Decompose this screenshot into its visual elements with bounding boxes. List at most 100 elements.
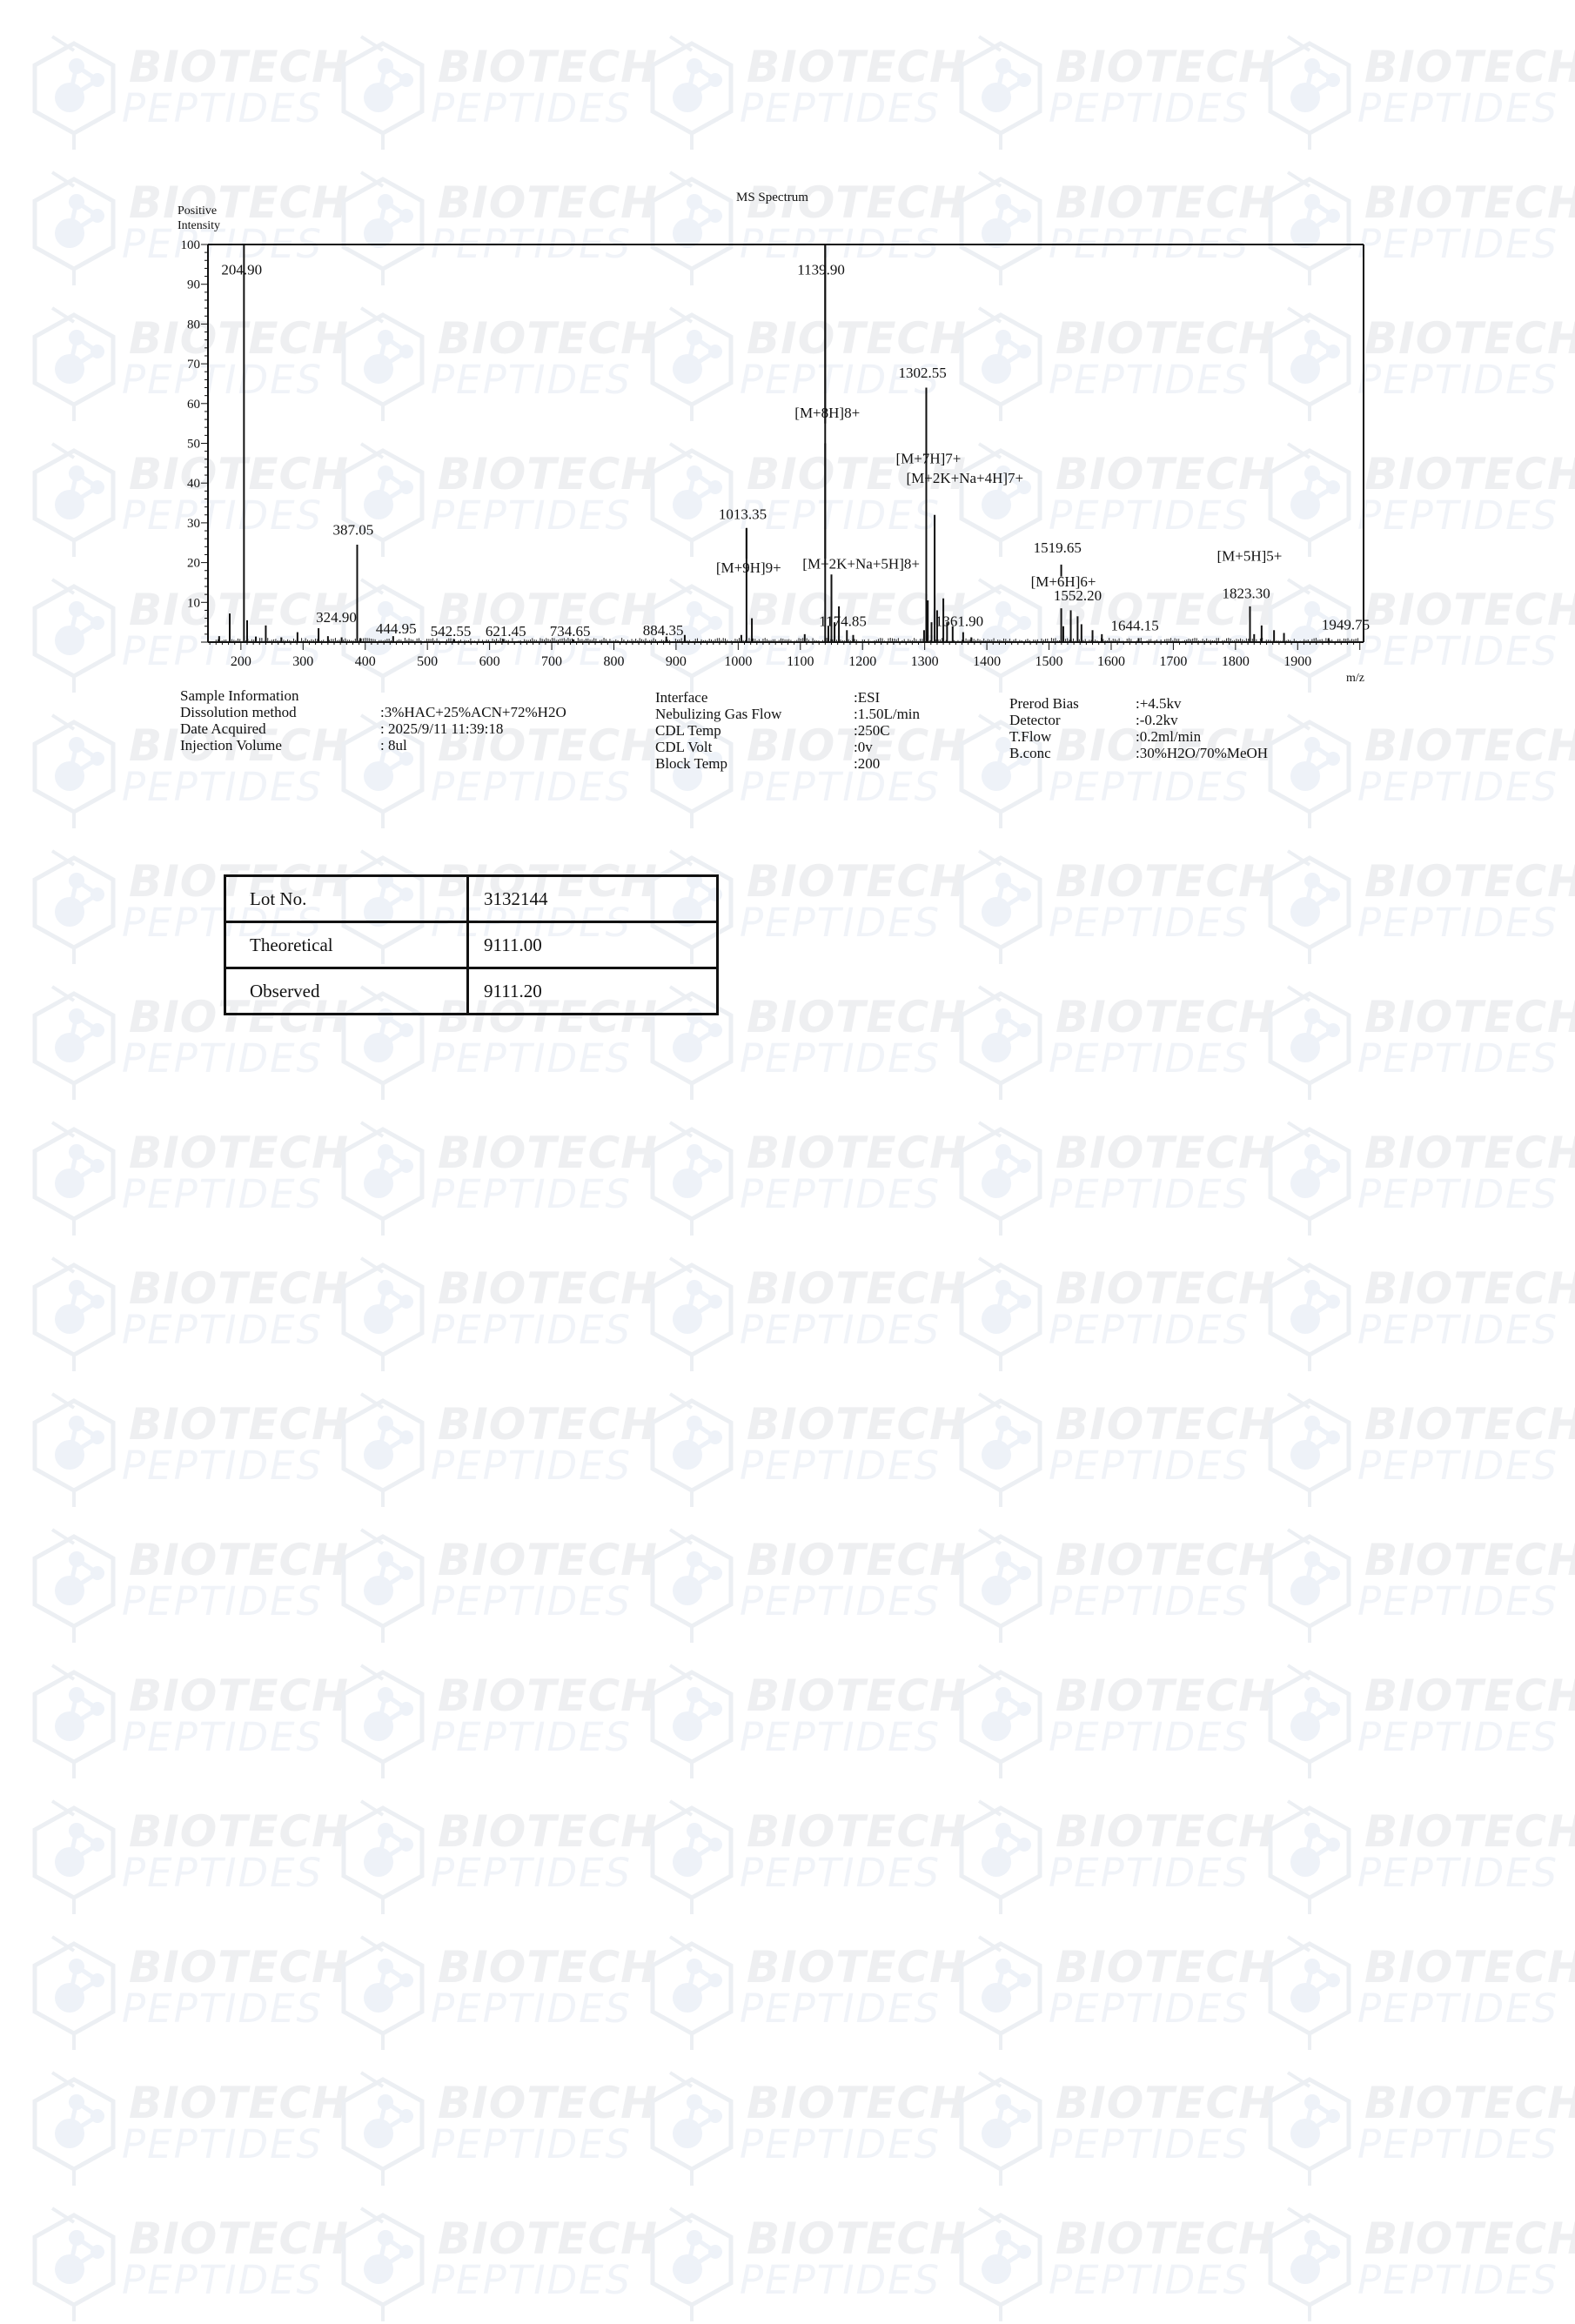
sample-info-row: Date Acquired : 2025/9/11 11:39:18: [180, 720, 503, 737]
y-tick-label: 80: [187, 318, 200, 332]
x-tick-label: 600: [479, 654, 500, 669]
watermark-text-peptides: PEPTIDES: [740, 2257, 942, 2303]
peak-label: 1949.75: [1322, 616, 1370, 633]
detector-info-value: :0.2ml/min: [1136, 728, 1202, 745]
x-tick-label: 400: [355, 654, 376, 669]
table-row-observed: Observed 9111.20: [224, 967, 719, 1015]
table-row-lot: Lot No. 3132144: [224, 874, 719, 923]
theoretical-value: 9111.00: [466, 921, 719, 969]
observed-label: Observed: [224, 967, 469, 1015]
instrument-info-label: CDL Volt: [655, 739, 713, 755]
instrument-info-value: :200: [854, 755, 881, 772]
x-tick-label: 1100: [787, 654, 814, 669]
instrument-info-value: :0v: [854, 739, 873, 755]
instrument-info-label: Nebulizing Gas Flow: [655, 706, 782, 722]
watermark-text-peptides: PEPTIDES: [1049, 2257, 1250, 2303]
peak-label: 204.90: [221, 261, 262, 278]
detector-info-row: Prerod Bias :+4.5kv: [1009, 695, 1182, 712]
instrument-info-value: :ESI: [854, 689, 881, 706]
peak-label: 387.05: [332, 522, 373, 539]
y-tick-label: 60: [187, 398, 200, 412]
sample-info-heading: Sample Information: [180, 687, 299, 704]
chart-title: MS Spectrum: [736, 191, 808, 204]
x-tick-label: 1200: [848, 654, 876, 669]
peak-label: 324.90: [316, 609, 357, 626]
x-tick-label: 1600: [1097, 654, 1125, 669]
instrument-info-block: Interface :ESI Nebulizing Gas Flow :1.50L/m…: [655, 689, 920, 772]
peak-label: 734.65: [550, 623, 591, 640]
peak-label: 884.35: [643, 622, 684, 639]
watermark-text-peptides: PEPTIDES: [1357, 2257, 1559, 2303]
sample-info-value: :3%HAC+25%ACN+72%H2O: [380, 704, 566, 720]
x-tick-label: 1400: [973, 654, 1001, 669]
table-row-theoretical: Theoretical 9111.00: [224, 921, 719, 969]
x-tick-label: 1500: [1035, 654, 1063, 669]
instrument-info-label: Interface: [655, 689, 708, 706]
y-tick-label: 90: [187, 278, 200, 292]
peak-label: 1013.35: [719, 506, 767, 522]
instrument-info-value: :1.50L/min: [854, 706, 921, 722]
watermark-text-peptides: PEPTIDES: [122, 2257, 324, 2303]
y-tick-label: 40: [187, 477, 200, 491]
detector-info-row: T.Flow :0.2ml/min: [1009, 728, 1201, 745]
instrument-info-row: CDL Volt :0v: [655, 739, 873, 755]
peak-label: 542.55: [431, 623, 472, 640]
peak-label: 1361.90: [935, 613, 983, 630]
x-tick-label: 200: [231, 654, 251, 669]
detector-info-value: :-0.2kv: [1136, 712, 1178, 728]
y-tick-label: 20: [187, 557, 200, 571]
y-axis-label-line1: Positive: [178, 204, 218, 218]
peak-label: 444.95: [376, 620, 417, 637]
x-tick-label: 500: [417, 654, 438, 669]
peak-label: [M+2K+Na+4H]7+: [906, 470, 1023, 486]
sample-info-row: Injection Volume: 8ul: [180, 737, 407, 753]
x-tick-label: 700: [541, 654, 562, 669]
results-table: Lot No. 3132144 Theoretical 9111.00 Obse…: [224, 874, 719, 1015]
instrument-info-label: CDL Temp: [655, 722, 721, 739]
y-axis-label: Positive Intensity: [178, 204, 220, 233]
detector-info-label: Prerod Bias: [1009, 695, 1079, 712]
instrument-info-row: Block Temp:200: [655, 755, 880, 772]
instrument-info-row: Interface :ESI: [655, 689, 880, 706]
watermark-text-peptides: PEPTIDES: [431, 2257, 633, 2303]
ms-report-page: MS Spectrum Positive Intensity 10 20 30 40 5…: [178, 191, 1371, 1015]
y-tick-label: 50: [187, 438, 200, 452]
sample-info-block: Sample Information Dissolution method :3%…: [180, 687, 566, 753]
x-tick-label: 800: [603, 654, 624, 669]
peak-label: 1644.15: [1111, 617, 1159, 633]
peak-label: 621.45: [486, 623, 526, 640]
x-tick-label: 1800: [1222, 654, 1250, 669]
observed-value: 9111.20: [466, 967, 719, 1015]
y-axis-label-line2: Intensity: [178, 219, 220, 232]
peak-label: 1552.20: [1054, 587, 1102, 604]
theoretical-label: Theoretical: [224, 921, 469, 969]
x-tick-label: 300: [292, 654, 313, 669]
sample-info-row: Dissolution method :3%HAC+25%ACN+72%H2O: [180, 704, 566, 720]
instrument-info-row: CDL Temp:250C: [655, 722, 890, 739]
y-tick-label: 10: [187, 596, 200, 610]
peak-label: 1823.30: [1222, 586, 1270, 602]
sample-info-label: Date Acquired: [180, 720, 266, 737]
sample-info-label: Dissolution method: [180, 704, 297, 720]
peak-label: 1139.90: [797, 261, 845, 278]
detector-info-label: Detector: [1009, 712, 1061, 728]
peak-label: 1302.55: [898, 365, 946, 381]
instrument-info-row: Nebulizing Gas Flow :1.50L/min: [655, 706, 920, 722]
detector-info-row: B.conc:30%H2O/70%MeOH: [1009, 745, 1268, 761]
detector-info-value: :30%H2O/70%MeOH: [1136, 745, 1269, 761]
peak-label: [M+2K+Na+5H]8+: [802, 555, 920, 572]
x-tick-label: 1300: [911, 654, 939, 669]
peak-label: [M+5H]5+: [1216, 547, 1282, 564]
peak-label: 1519.65: [1034, 539, 1082, 556]
detector-info-value: :+4.5kv: [1136, 695, 1182, 712]
peak-label: [M+8H]8+: [794, 405, 860, 421]
y-tick-label: 70: [187, 358, 200, 372]
peak-label: [M+9H]9+: [716, 559, 781, 576]
detector-info-label: T.Flow: [1009, 728, 1052, 745]
x-tick-label: 900: [666, 654, 687, 669]
sample-info-value: : 2025/9/11 11:39:18: [380, 720, 504, 737]
y-tick-label: 30: [187, 517, 200, 531]
peak-label: 1174.85: [819, 613, 867, 630]
